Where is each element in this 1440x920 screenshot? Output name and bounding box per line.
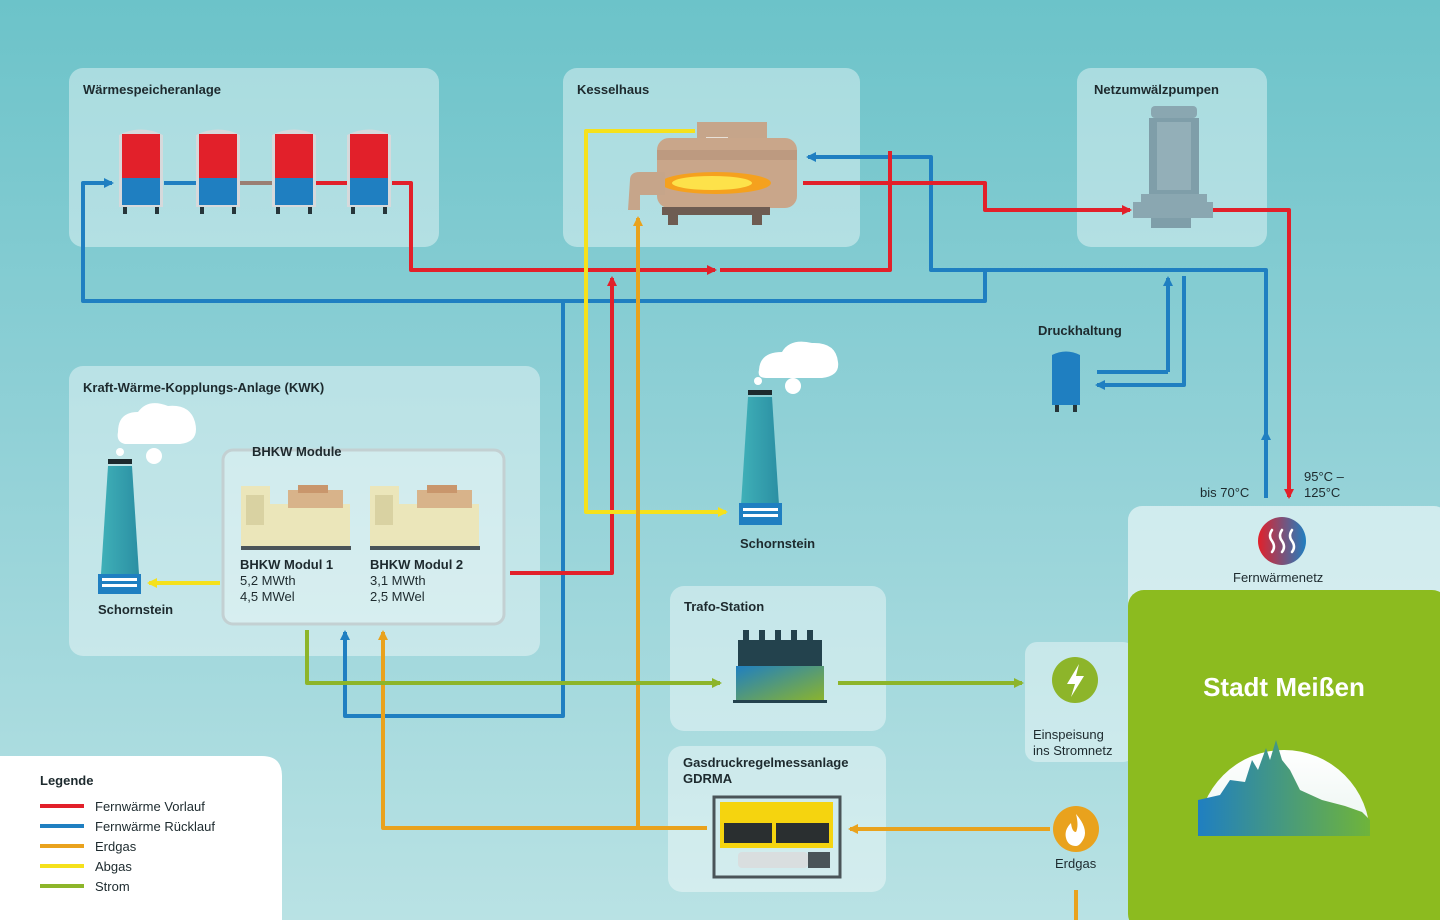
label-temp-supply-2: 125°C [1304, 485, 1341, 500]
label-temp-supply-1: 95°C – [1304, 469, 1344, 484]
module-1-name: BHKW Modul 1 [240, 557, 334, 572]
label-trafo: Trafo-Station [684, 599, 765, 614]
gdrma-unit [712, 795, 842, 879]
legend-swatches [40, 804, 84, 888]
label-temp-return: bis 70°C [1200, 485, 1250, 500]
label-erdgas-source: Erdgas [1055, 856, 1097, 871]
panel-legend [0, 756, 282, 920]
flow-erdgas-to-kwk [378, 630, 707, 830]
storage-tank-3 [272, 129, 316, 214]
module-2-thermal: 3,1 MWth [370, 573, 426, 588]
legend-item-ruecklauf: Fernwärme Rücklauf [95, 819, 215, 834]
flow-vorlauf-kessel-out [720, 151, 892, 272]
label-kesselhaus: Kesselhaus [577, 82, 650, 97]
label-schornstein-kwk: Schornstein [98, 602, 174, 617]
flow-strom-to-trafo [305, 630, 722, 688]
flow-vorlauf-to-pumps [803, 181, 1132, 215]
bhkw-unit-2 [370, 485, 480, 550]
transformer [733, 630, 827, 703]
storage-tank-4 [347, 129, 391, 214]
flow-ruecklauf-storage-left [81, 178, 470, 303]
label-gdrma-line1: Gasdruckregelmessanlage [683, 755, 849, 770]
label-einspeisung-1: Einspeisung [1033, 727, 1104, 742]
legend-title: Legende [40, 773, 94, 788]
label-schornstein-kessel: Schornstein [740, 536, 816, 551]
legend-item-strom: Strom [95, 879, 130, 894]
circulation-pump [1133, 106, 1213, 228]
module-1-thermal: 5,2 MWth [240, 573, 296, 588]
module-2-electric: 2,5 MWel [370, 589, 425, 604]
flow-vorlauf-storage-out [392, 181, 717, 275]
storage-tank-2 [196, 129, 240, 214]
city-name: Stadt Meißen [1203, 672, 1365, 702]
druckhaltung-tank [1052, 351, 1080, 412]
legend-item-vorlauf: Fernwärme Vorlauf [95, 799, 205, 814]
flow-ruecklauf-kwk-return [340, 301, 565, 718]
label-pumpen: Netzumwälzpumpen [1094, 82, 1219, 97]
label-druckhaltung: Druckhaltung [1038, 323, 1122, 338]
flow-vorlauf-network [1210, 208, 1294, 499]
flow-druckhaltung-down [1095, 276, 1186, 390]
label-fernwaerme: Fernwärmenetz [1233, 570, 1324, 585]
label-einspeisung-2: ins Stromnetz [1033, 743, 1113, 758]
boiler [628, 122, 797, 225]
bhkw-unit-1 [241, 485, 351, 550]
flow-vorlauf-kwk [510, 276, 617, 575]
legend-item-abgas: Abgas [95, 859, 132, 874]
label-bhkw-group: BHKW Module [252, 444, 342, 459]
label-kwk: Kraft-Wärme-Kopplungs-Anlage (KWK) [83, 380, 325, 395]
legend-item-erdgas: Erdgas [95, 839, 137, 854]
flow-ruecklauf-storage-return [460, 270, 987, 303]
module-1-electric: 4,5 MWel [240, 589, 295, 604]
flow-abgas-kessel [584, 129, 728, 517]
lightning-icon [1052, 657, 1098, 703]
city-emblem [1198, 740, 1370, 836]
flame-icon [1053, 806, 1099, 852]
fernwaerme-icon [1258, 517, 1306, 565]
kwk-chimney [98, 403, 196, 594]
label-gdrma-line2: GDRMA [683, 771, 733, 786]
kessel-chimney [739, 341, 839, 525]
module-2-name: BHKW Modul 2 [370, 557, 464, 572]
storage-tank-1 [119, 129, 163, 214]
label-waermespeicher: Wärmespeicheranlage [83, 82, 222, 97]
